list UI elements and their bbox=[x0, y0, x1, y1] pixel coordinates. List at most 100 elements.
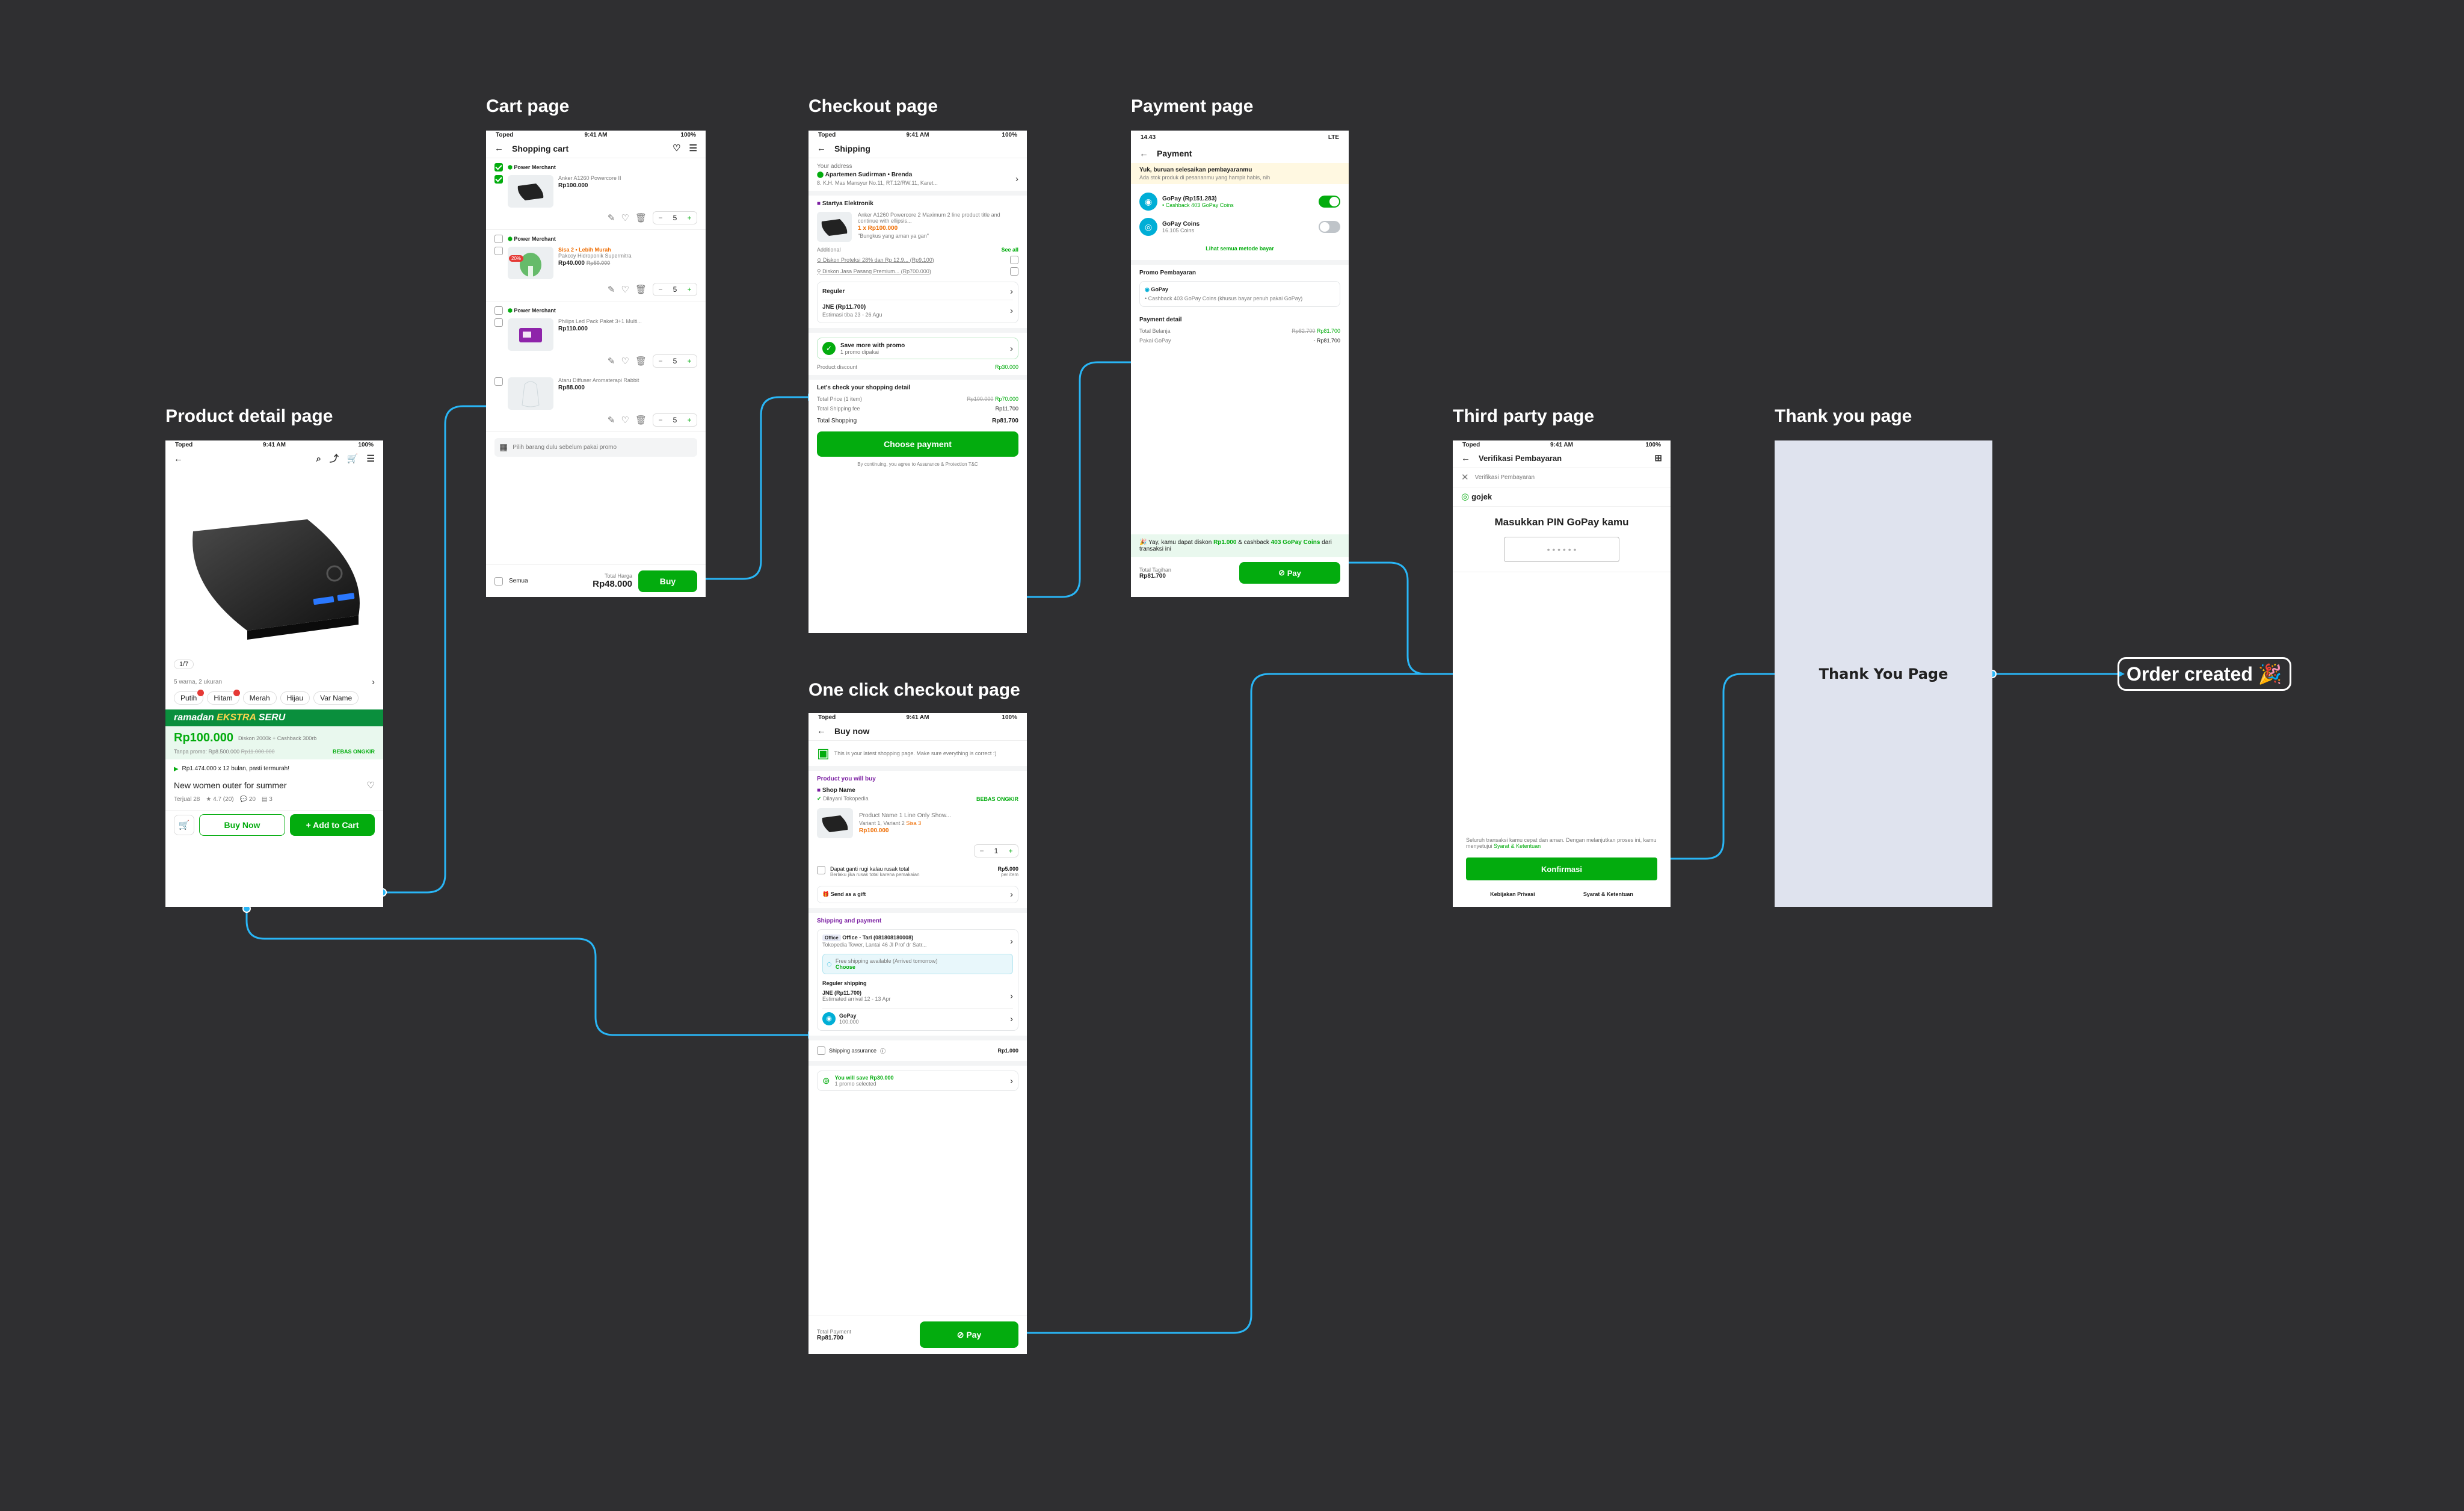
choose-payment-button[interactable]: Choose payment bbox=[817, 431, 1018, 457]
shield-check-icon: ⊘ bbox=[1278, 568, 1287, 577]
shipping-option[interactable]: Reguler› JNE (Rp11.700)Estimasi tiba 23 … bbox=[817, 282, 1018, 323]
product-name: New women outer for summer bbox=[174, 780, 287, 790]
buy-now-button[interactable]: Buy Now bbox=[199, 814, 285, 836]
item-checkbox[interactable] bbox=[494, 175, 503, 184]
merchant-checkbox[interactable] bbox=[494, 306, 503, 315]
back-arrow-icon[interactable]: ← bbox=[1461, 453, 1470, 463]
courier-option[interactable]: JNE (Rp11.700)Estimated arrival 12 - 13 … bbox=[822, 990, 1013, 1002]
method-gopay[interactable]: ◉ GoPay (Rp151.283)• Cashback 403 GoPay … bbox=[1139, 189, 1340, 214]
back-arrow-icon[interactable]: ← bbox=[817, 143, 826, 153]
note-icon[interactable]: ✎ bbox=[607, 212, 615, 223]
discount-icon: ⊚ bbox=[822, 1075, 830, 1086]
quantity-stepper[interactable]: −5+ bbox=[653, 211, 697, 224]
chevron-right-icon: › bbox=[1015, 173, 1018, 184]
select-all-checkbox[interactable] bbox=[494, 576, 503, 586]
shop-badge-icon: ■ bbox=[817, 200, 821, 207]
menu-icon[interactable]: ☰ bbox=[689, 143, 697, 153]
heart-icon[interactable]: ♡ bbox=[621, 212, 629, 223]
chip-color[interactable]: Hitam bbox=[207, 690, 240, 705]
gopay-toggle[interactable] bbox=[1319, 196, 1340, 208]
share-icon[interactable]: ⤴ bbox=[329, 453, 339, 464]
installation-checkbox[interactable] bbox=[1010, 267, 1018, 276]
quantity-stepper[interactable]: −1+ bbox=[974, 844, 1018, 857]
assurance-row[interactable]: Shipping assurance ⓘ Rp1.000 bbox=[808, 1040, 1027, 1061]
more-methods-link[interactable]: Lihat semua metode bayar bbox=[1206, 246, 1274, 252]
send-gift-row[interactable]: 🎁 Send as a gift› bbox=[817, 886, 1018, 903]
quantity-stepper[interactable]: −5+ bbox=[653, 413, 697, 427]
heart-icon[interactable]: ♡ bbox=[621, 284, 629, 295]
cart-icon[interactable]: 🛒 bbox=[174, 815, 194, 835]
promo-hint[interactable]: ▦ Pilih barang dulu sebelum pakai promo bbox=[494, 438, 697, 457]
privacy-link[interactable]: Kebijakan Privasi bbox=[1490, 891, 1535, 897]
buy-button[interactable]: Buy bbox=[638, 570, 697, 592]
label-cart: Cart page bbox=[486, 96, 570, 116]
merchant-checkbox[interactable] bbox=[494, 235, 503, 243]
assurance-checkbox[interactable] bbox=[817, 1046, 825, 1055]
trash-icon[interactable]: 🗑 bbox=[635, 284, 647, 295]
product-thumbnail bbox=[508, 377, 553, 410]
back-arrow-icon[interactable]: ← bbox=[1139, 148, 1148, 159]
item-checkbox[interactable] bbox=[494, 318, 503, 327]
checkout-title: Shipping bbox=[834, 143, 870, 153]
product-thumbnail bbox=[508, 318, 553, 351]
heart-icon[interactable]: ♡ bbox=[621, 356, 629, 366]
office-address[interactable]: Office Office - Tari (081808180008)Tokop… bbox=[822, 935, 1013, 948]
cart-icon[interactable]: 🛒 bbox=[346, 453, 359, 464]
pay-button[interactable]: ⊘ Pay bbox=[920, 1321, 1018, 1348]
note-icon[interactable]: ✎ bbox=[607, 415, 615, 425]
quantity-stepper[interactable]: −5+ bbox=[653, 354, 697, 368]
pin-input[interactable]: • • • • • • bbox=[1504, 537, 1619, 562]
note-icon[interactable]: ✎ bbox=[607, 356, 615, 366]
add-to-cart-button[interactable]: + Add to Cart bbox=[290, 814, 375, 836]
color-chips: Putih Hitam Merah Hijau Var Name bbox=[165, 689, 383, 709]
heart-icon[interactable]: ♡ bbox=[621, 415, 629, 425]
terms-link[interactable]: Syarat & Ketentuan bbox=[1583, 891, 1633, 897]
coins-icon: ◎ bbox=[1139, 218, 1157, 236]
label-checkout: Checkout page bbox=[808, 96, 938, 116]
product-title-row: New women outer for summer ♡ bbox=[165, 778, 383, 793]
trash-icon[interactable]: 🗑 bbox=[635, 356, 647, 366]
address-section[interactable]: Your address ⬤ Apartemen Sudirman • Bren… bbox=[817, 163, 1018, 186]
grid-icon[interactable]: ⊞ bbox=[1654, 453, 1662, 463]
item-checkbox[interactable] bbox=[494, 377, 503, 386]
protection-checkbox[interactable] bbox=[1010, 256, 1018, 264]
merchant-checkbox[interactable] bbox=[494, 163, 503, 171]
note-icon[interactable]: ✎ bbox=[607, 284, 615, 295]
quantity-stepper[interactable]: −5+ bbox=[653, 283, 697, 296]
variant-row[interactable]: 5 warna, 2 ukuran › bbox=[174, 677, 375, 687]
insurance-checkbox[interactable] bbox=[817, 866, 825, 874]
ramadan-banner[interactable]: ramadan EKSTRA SERU bbox=[165, 709, 383, 726]
product-image[interactable]: 1/7 bbox=[165, 468, 383, 673]
trash-icon[interactable]: 🗑 bbox=[635, 212, 647, 223]
heart-icon[interactable]: ♡ bbox=[673, 143, 681, 153]
coins-toggle[interactable] bbox=[1319, 221, 1340, 233]
heart-icon[interactable]: ♡ bbox=[366, 780, 375, 791]
chip-color[interactable]: Hijau bbox=[280, 691, 310, 705]
menu-icon[interactable]: ☰ bbox=[366, 453, 375, 464]
confirm-button[interactable]: Konfirmasi bbox=[1466, 857, 1657, 880]
free-shipping-option[interactable]: ◌ Free shipping available (Arrived tomor… bbox=[822, 954, 1013, 974]
chip-color[interactable]: Var Name bbox=[313, 691, 359, 705]
close-icon[interactable]: ✕ bbox=[1461, 472, 1469, 483]
back-arrow-icon[interactable]: ← bbox=[494, 143, 504, 153]
chip-color[interactable]: Merah bbox=[242, 691, 277, 705]
back-arrow-icon[interactable]: ← bbox=[817, 726, 826, 736]
installment-row[interactable]: ▸ Rp1.474.000 x 12 bulan, pasti termurah… bbox=[174, 764, 289, 774]
search-icon[interactable]: ⌕ bbox=[316, 453, 321, 464]
back-arrow-icon[interactable]: ← bbox=[174, 453, 183, 464]
promo-card[interactable]: ◉ GoPay • Cashback 403 GoPay Coins (khus… bbox=[1139, 281, 1340, 307]
chip-color[interactable]: Putih bbox=[174, 690, 205, 705]
item-checkbox[interactable] bbox=[494, 247, 503, 255]
trash-icon[interactable]: 🗑 bbox=[635, 415, 647, 425]
pay-button[interactable]: ⊘ Pay bbox=[1239, 562, 1340, 584]
see-all-link[interactable]: See all bbox=[1001, 247, 1018, 253]
